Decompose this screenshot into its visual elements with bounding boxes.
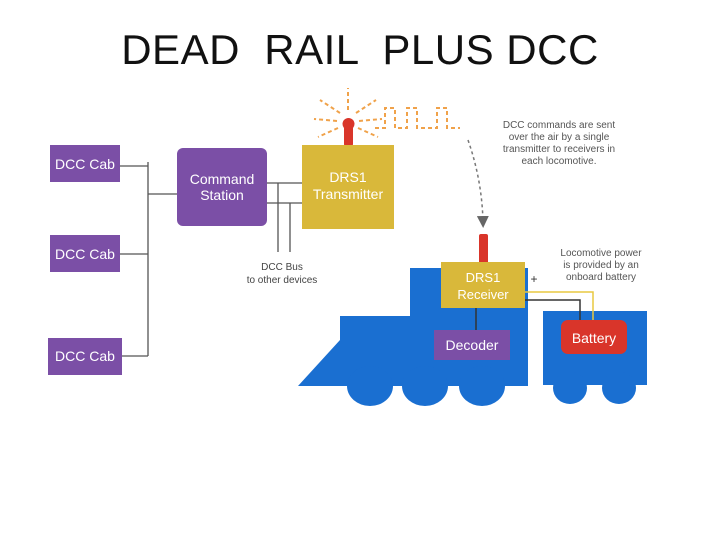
battery: Battery: [561, 320, 627, 354]
dcc-square-wave: [375, 107, 460, 129]
air-note-line-4: each locomotive.: [521, 156, 596, 167]
tender-wheel-2: [602, 372, 636, 404]
dcc-cab-2: DCC Cab: [50, 235, 120, 272]
positive-terminal-sign: +: [530, 272, 537, 286]
command-station-label-line-2: Station: [200, 187, 244, 203]
station-transmitter-wires: [267, 182, 302, 252]
dcc-cab-3: DCC Cab: [48, 338, 122, 375]
transmission-arrow: [467, 139, 489, 228]
power-note-line-3: onboard battery: [566, 272, 636, 283]
dcc-cab-1-label: DCC Cab: [55, 156, 115, 172]
transmitter-label-line-1: DRS1: [329, 169, 367, 185]
bus-note-line-2: to other devices: [247, 275, 318, 286]
slide-title: DEAD RAIL PLUS DCC: [121, 26, 599, 73]
decoder-label: Decoder: [446, 337, 499, 353]
drs1-receiver: DRS1 Receiver: [441, 262, 525, 308]
power-note-line-1: Locomotive power: [560, 248, 642, 259]
bus-note-line-1: DCC Bus: [261, 262, 303, 273]
power-wires: [475, 291, 594, 330]
loco-wheel-2: [402, 366, 448, 406]
loco-wheel-1: [347, 366, 393, 406]
battery-label: Battery: [572, 330, 616, 346]
receiver-label-line-2: Receiver: [457, 287, 509, 302]
transmitter-label-line-2: Transmitter: [313, 186, 384, 202]
air-transmission-note: DCC commands are sent over the air by a …: [503, 120, 615, 167]
drs1-transmitter: DRS1 Transmitter: [302, 118, 394, 229]
dcc-bus-note: DCC Bus to other devices: [247, 262, 318, 286]
command-station: Command Station: [177, 148, 267, 226]
tender-wheel-1: [553, 372, 587, 404]
command-station-label-line-1: Command: [190, 171, 255, 187]
dcc-cab-2-label: DCC Cab: [55, 246, 115, 262]
power-note-line-2: is provided by an: [563, 260, 639, 271]
air-note-line-1: DCC commands are sent: [503, 120, 615, 131]
radio-signal-rays: [313, 88, 383, 138]
air-note-line-3: transmitter to receivers in: [503, 144, 615, 155]
dcc-cab-3-label: DCC Cab: [55, 348, 115, 364]
receiver-label-line-1: DRS1: [466, 270, 501, 285]
battery-power-note: Locomotive power is provided by an onboa…: [560, 248, 642, 283]
cab-bus-wires: [120, 162, 178, 357]
loco-wheel-3: [459, 366, 505, 406]
decoder: Decoder: [434, 330, 510, 360]
air-note-line-2: over the air by a single: [509, 132, 610, 143]
dcc-cab-1: DCC Cab: [50, 145, 120, 182]
